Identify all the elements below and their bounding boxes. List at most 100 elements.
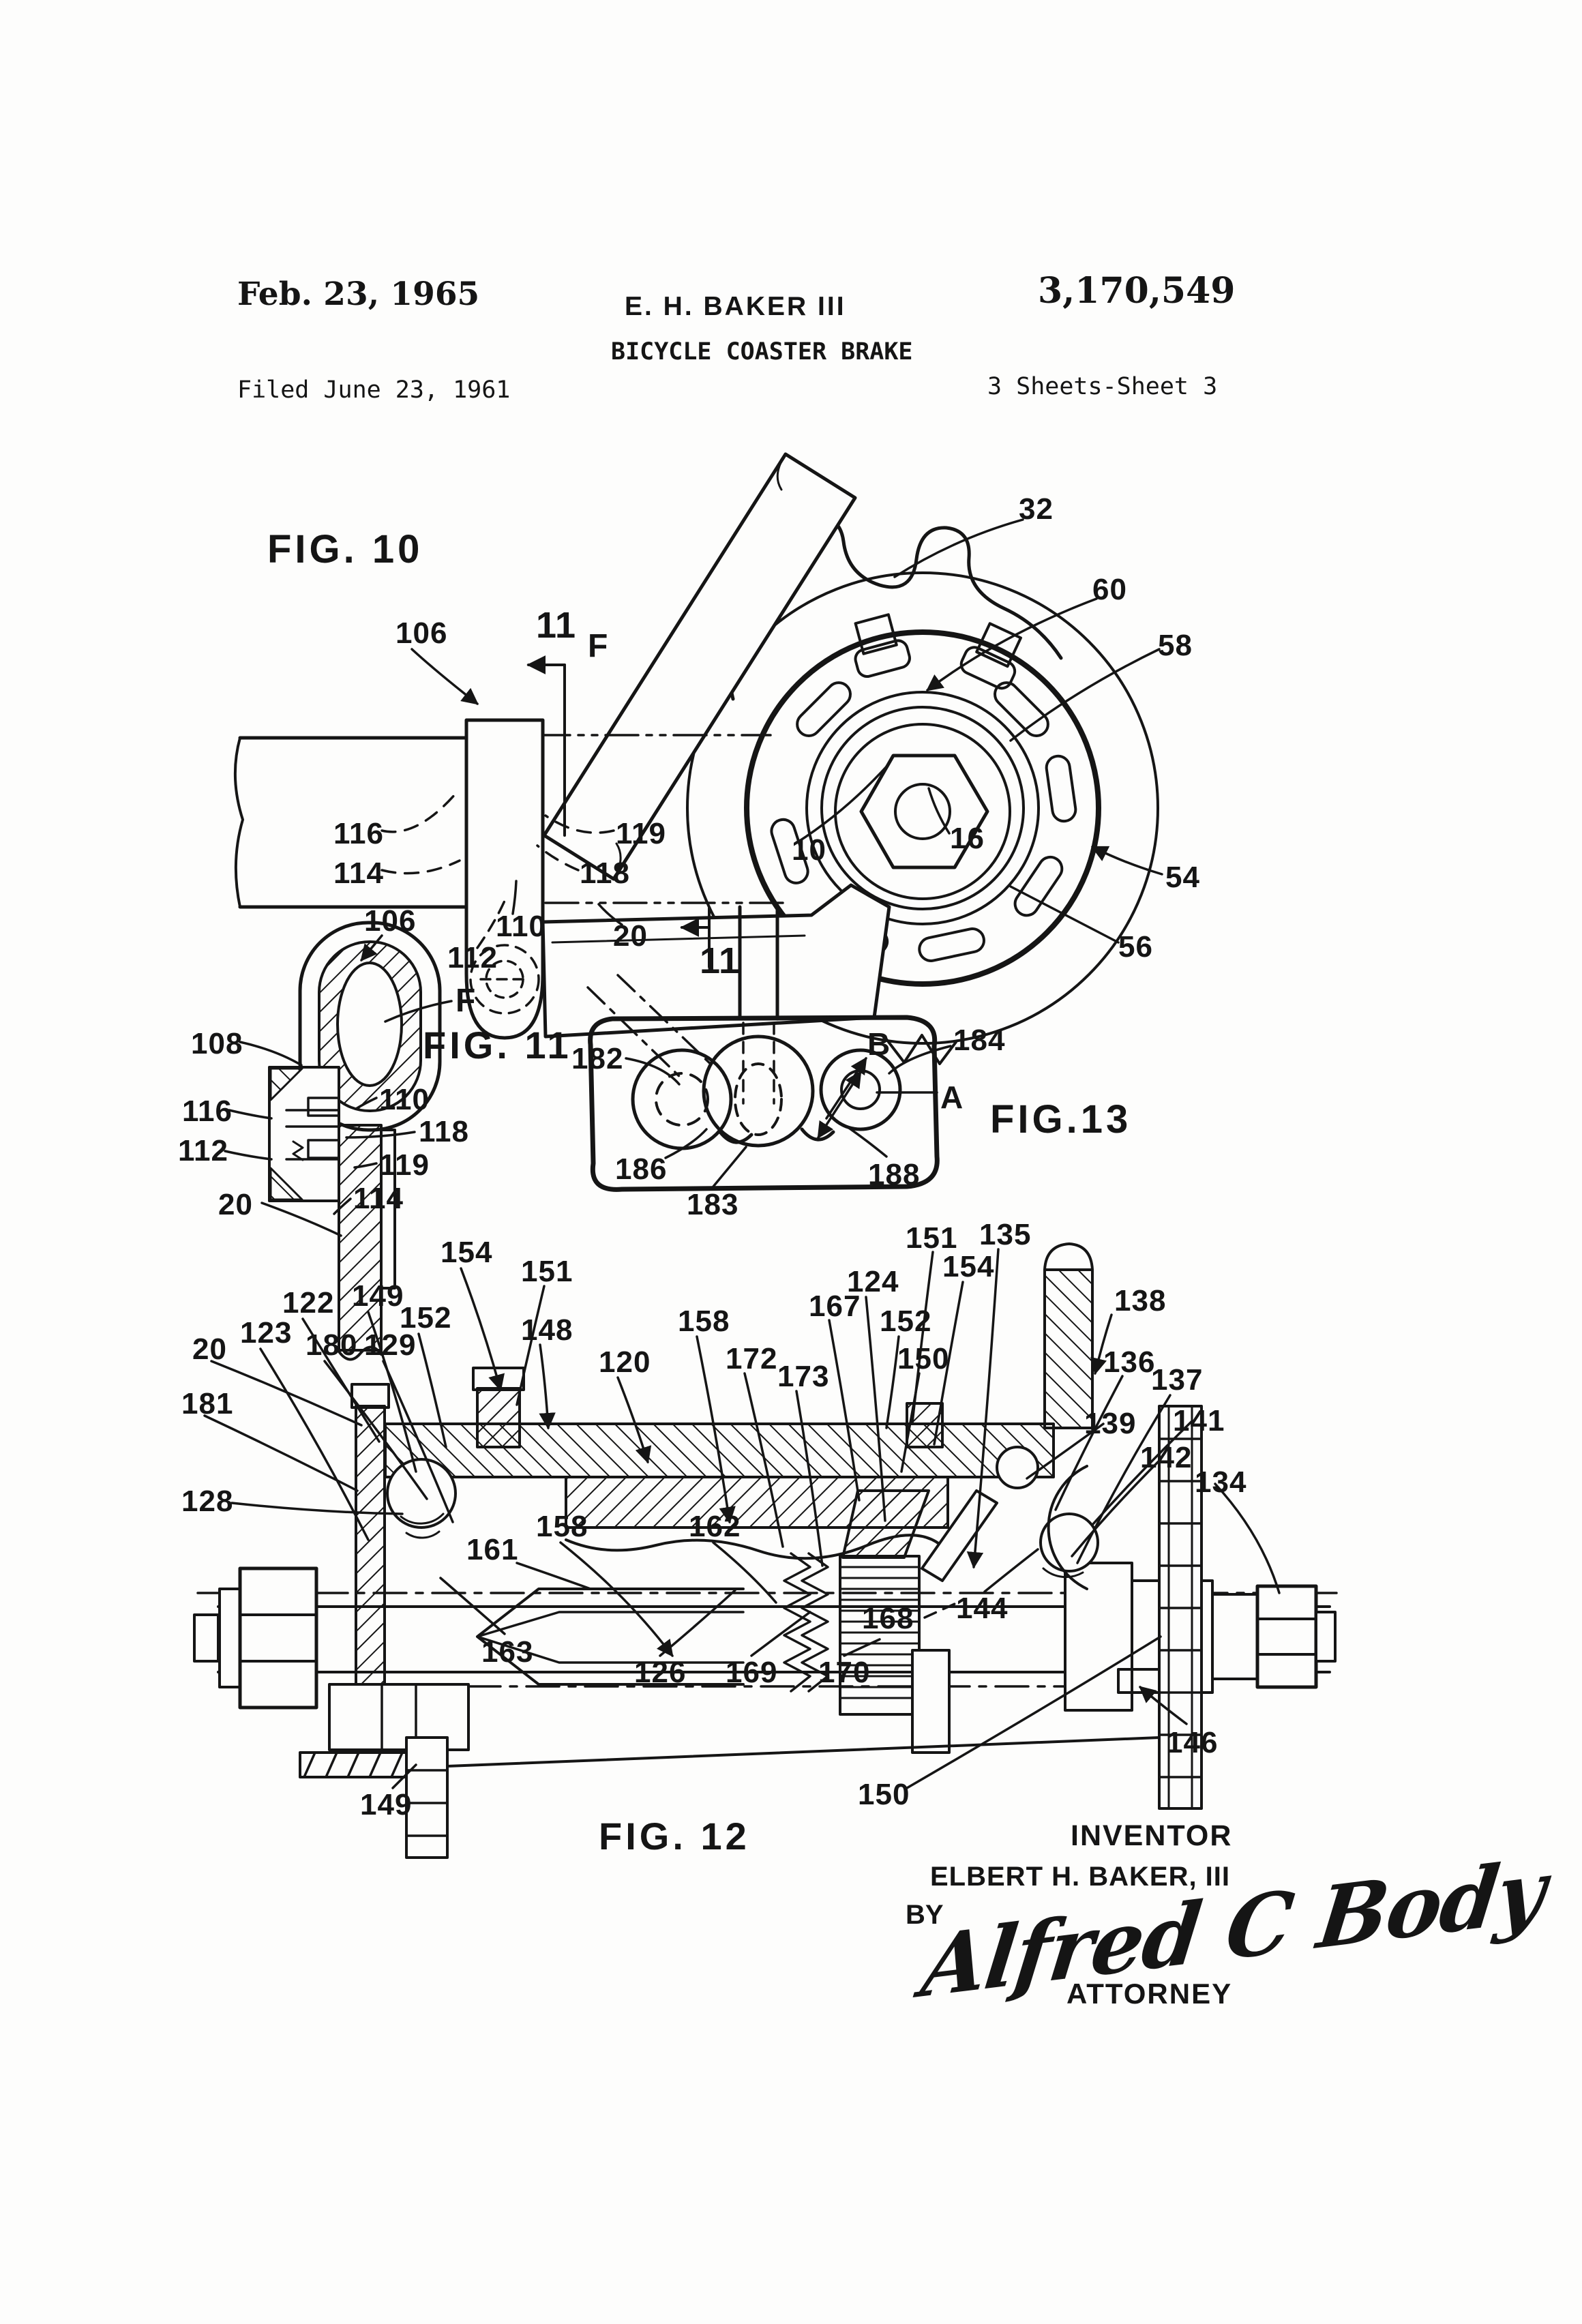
ref-label-fig11-119: 119	[379, 1148, 430, 1182]
ref-label-fig12-139: 139	[1084, 1407, 1137, 1440]
fig13-arrows	[625, 1045, 952, 1188]
by-label: BY	[906, 1900, 944, 1930]
ref-label-fig10-10: 10	[792, 833, 826, 867]
fig12-left-axle-nut	[193, 1566, 318, 1710]
ref-label-fig13-188: 188	[868, 1158, 921, 1191]
fig11-drawing	[224, 921, 453, 1361]
ref-label-fig12-170: 170	[818, 1656, 871, 1689]
ref-label-fig12-151: 151	[521, 1255, 573, 1288]
ref-label-fig12-163: 163	[481, 1635, 534, 1669]
fig10-hub-nut	[834, 723, 1011, 900]
fig10-clamp	[464, 718, 545, 1040]
ref-label-fig10-54: 54	[1165, 861, 1200, 894]
ref-label-fig13-186: 186	[615, 1152, 668, 1186]
ref-label-fig12-135: 135	[979, 1218, 1032, 1251]
ref-label-fig12-162: 162	[689, 1510, 741, 1543]
ref-label-fig10-11: 11	[700, 940, 741, 981]
fig12-leaders	[203, 1248, 1281, 1789]
ref-label-fig12-142: 142	[1140, 1441, 1193, 1474]
ref-label-fig12-134: 134	[1195, 1465, 1247, 1499]
fig10-section-marker	[526, 655, 711, 968]
ref-label-fig13-A: A	[940, 1079, 964, 1115]
fig12-driver-cone	[841, 1489, 930, 1559]
ref-label-fig12-144: 144	[956, 1592, 1009, 1625]
ref-label-fig12-173: 173	[777, 1360, 830, 1393]
patent-author: E. H. BAKER III	[625, 292, 846, 321]
ref-label-fig11-20: 20	[218, 1188, 253, 1221]
ref-label-fig11-116: 116	[182, 1094, 233, 1128]
filing-date: Filed June 23, 1961	[237, 376, 511, 404]
ref-label-fig12-148: 148	[521, 1313, 573, 1347]
ref-label-fig10-32: 32	[1019, 492, 1054, 526]
ref-label-fig12-138: 138	[1114, 1284, 1167, 1317]
ref-label-fig12-146: 146	[1166, 1726, 1219, 1759]
ref-label-fig12-149: 149	[352, 1279, 404, 1313]
ref-label-fig12-123: 123	[240, 1316, 293, 1350]
ref-label-fig10-16: 16	[950, 822, 985, 855]
ref-label-fig12-154: 154	[441, 1236, 493, 1269]
fig12-spring	[783, 1552, 811, 1693]
ref-label-fig11-108: 108	[191, 1027, 243, 1060]
patent-date: Feb. 23, 1965	[237, 275, 480, 313]
ref-label-fig13-182: 182	[571, 1042, 624, 1075]
patent-title: BICYCLE COASTER BRAKE	[611, 338, 913, 366]
ref-label-fig12-137: 137	[1151, 1363, 1204, 1397]
ref-label-fig10-106: 106	[395, 616, 448, 650]
fig13-caption: FIG.13	[990, 1097, 1132, 1142]
ref-label-fig12-149: 149	[360, 1788, 413, 1821]
fig10-frame-tube	[542, 452, 857, 881]
ref-label-fig10-11: 11	[536, 605, 577, 646]
ref-label-fig12-158: 158	[678, 1305, 730, 1338]
ref-label-fig12-152: 152	[880, 1305, 932, 1338]
fig10-drawing	[233, 452, 1163, 1065]
ref-label-fig12-136: 136	[1103, 1345, 1156, 1379]
inventor-heading: INVENTOR	[1071, 1819, 1233, 1852]
ref-label-fig12-150: 150	[897, 1342, 950, 1375]
ref-label-fig12-122: 122	[282, 1286, 335, 1320]
ref-label-fig10-110: 110	[496, 910, 546, 943]
ref-label-fig11-F: F	[456, 983, 477, 1019]
sheet-number: 3 Sheets-Sheet 3	[987, 373, 1218, 400]
ref-label-fig12-151: 151	[906, 1221, 958, 1255]
fig10-drum-lugs	[854, 613, 1022, 690]
ref-label-fig12-152: 152	[400, 1301, 452, 1335]
ref-label-fig12-169: 169	[726, 1656, 778, 1689]
fig10-caption: FIG. 10	[267, 527, 423, 571]
fig11-stay-section	[338, 1124, 383, 1352]
ref-label-fig12-141: 141	[1173, 1404, 1225, 1437]
ref-label-fig10-119: 119	[616, 817, 666, 850]
ref-label-fig12-124: 124	[847, 1265, 899, 1298]
ref-label-fig12-158: 158	[536, 1510, 588, 1543]
fig12-caption: FIG. 12	[599, 1815, 750, 1858]
ref-label-fig11-118: 118	[419, 1115, 469, 1148]
ref-label-fig12-168: 168	[862, 1602, 914, 1635]
ref-label-fig10-114: 114	[333, 856, 384, 890]
ref-label-fig10-60: 60	[1092, 573, 1127, 606]
ref-label-fig12-172: 172	[726, 1342, 778, 1375]
ref-label-fig10-112: 112	[447, 941, 498, 974]
fig13-drawing	[586, 905, 952, 1192]
ref-label-fig12-150: 150	[858, 1778, 910, 1811]
ref-label-fig12-181: 181	[181, 1387, 234, 1420]
ref-label-fig13-B: B	[867, 1026, 891, 1062]
fig12-hub-shell	[384, 1367, 1055, 1560]
ref-label-fig13-184: 184	[953, 1024, 1006, 1057]
fig12-spoke-line	[446, 1736, 1161, 1768]
ref-label-fig10-56: 56	[1118, 930, 1153, 964]
ref-label-fig11-112: 112	[178, 1134, 228, 1167]
ref-label-fig10-20: 20	[613, 919, 648, 953]
fig11-leaders	[224, 934, 453, 1237]
fig12-right-flange	[1043, 1242, 1094, 1429]
ref-label-fig11-110: 110	[379, 1083, 430, 1116]
fig11-caption: FIG. 11	[423, 1024, 572, 1067]
fig11-clamp-block	[268, 1066, 340, 1202]
fig13-plate	[588, 1015, 940, 1192]
ref-label-fig10-118: 118	[580, 856, 630, 890]
fig10-chainstay	[233, 718, 786, 1040]
ref-label-fig12-120: 120	[599, 1345, 651, 1379]
ref-label-fig12-180: 180	[305, 1328, 358, 1362]
attorney-label: ATTORNEY	[1066, 1978, 1233, 2010]
ref-label-fig10-58: 58	[1158, 629, 1193, 662]
